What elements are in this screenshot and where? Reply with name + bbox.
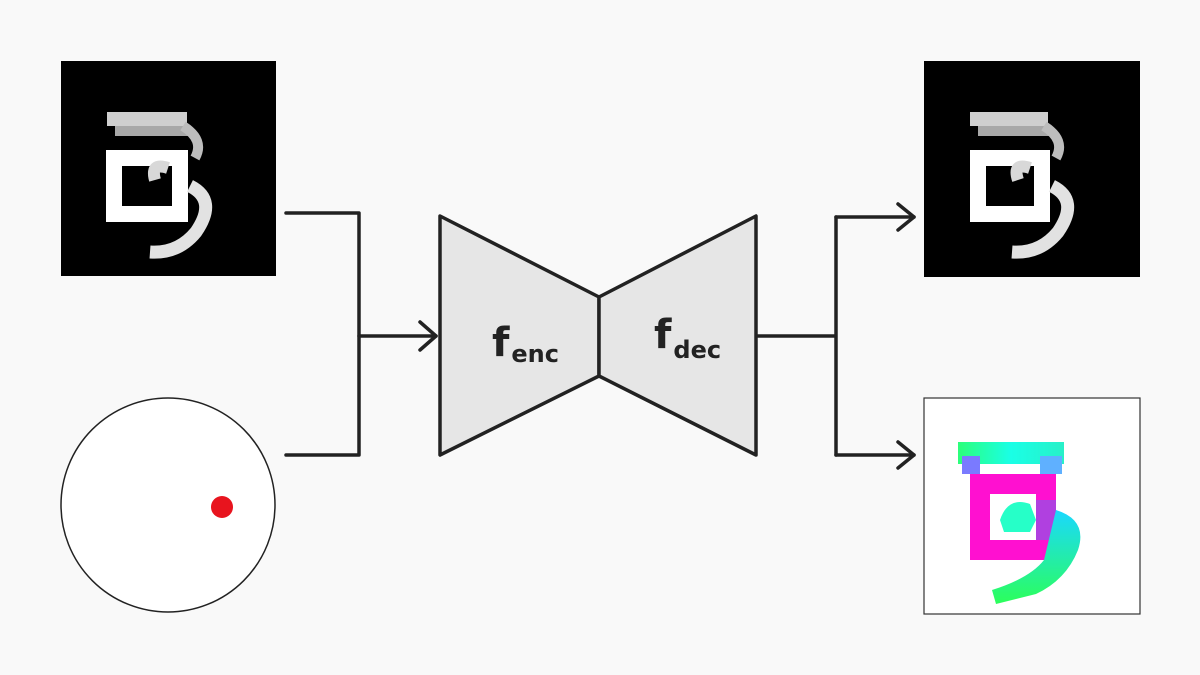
phase-dot (211, 496, 233, 518)
encoder-symbol: f (492, 320, 510, 366)
output-digit-image (924, 61, 1140, 277)
decoder-block: fdec (597, 214, 758, 457)
input-wire-top (284, 211, 361, 457)
encoder-block: fenc (438, 214, 601, 457)
arrow-icon (896, 440, 916, 470)
output-colored-digit-image (923, 397, 1141, 615)
arrow-icon (896, 202, 916, 232)
phase-circle-icon (60, 397, 276, 613)
arrow-icon (418, 320, 438, 352)
output-wire-split (756, 215, 838, 457)
decoder-label: fdec (654, 312, 721, 364)
encoder-subscript: enc (511, 340, 559, 368)
decoder-subscript: dec (673, 336, 721, 364)
encoder-label: fenc (492, 320, 559, 368)
decoder-symbol: f (654, 312, 672, 358)
input-digit-image (61, 61, 276, 276)
